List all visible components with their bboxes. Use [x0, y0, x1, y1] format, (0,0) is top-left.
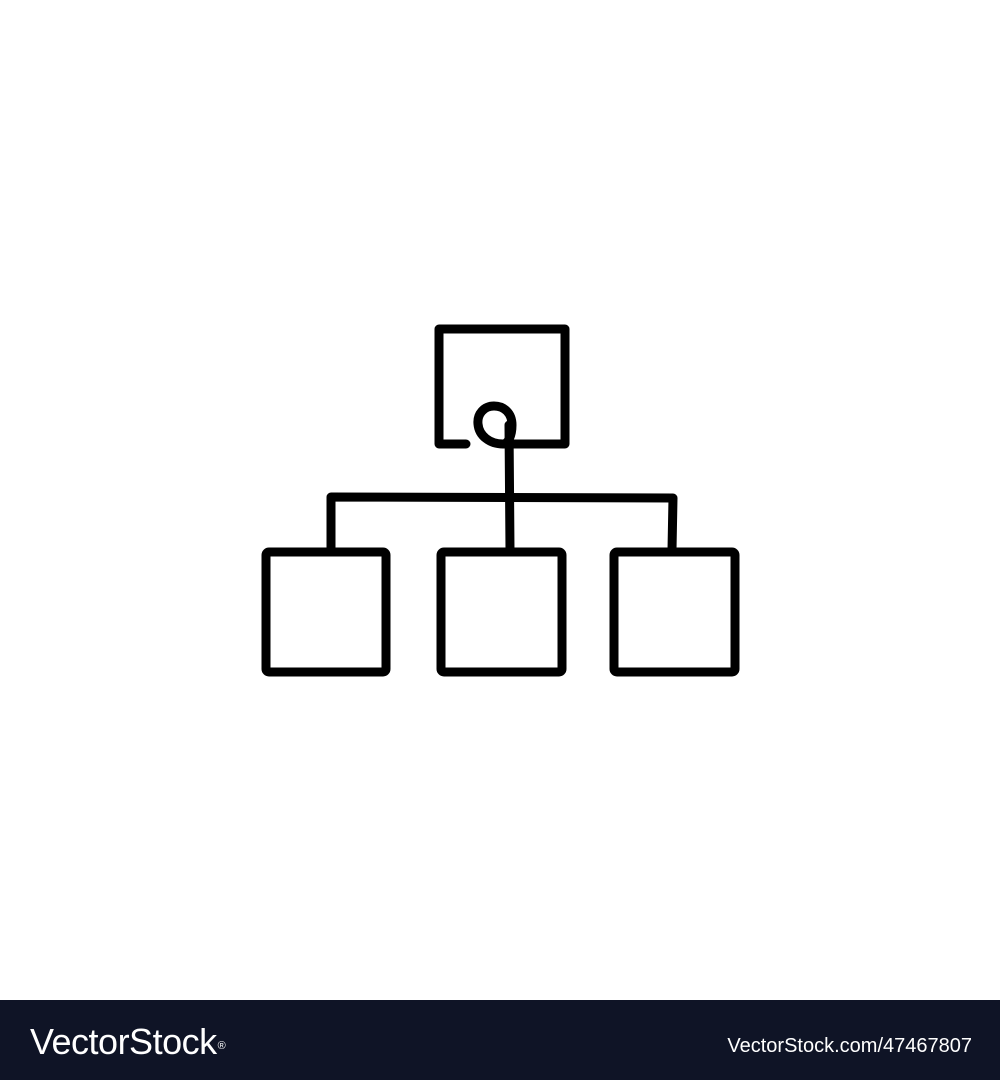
center-connector	[504, 420, 515, 555]
child-node-right	[609, 547, 740, 677]
brand-label: VectorStock	[30, 1021, 217, 1062]
vectorstock-logo: VectorStock®	[30, 1020, 226, 1064]
watermark-footer: VectorStock® VectorStock.com/47467807	[0, 1000, 1000, 1080]
registered-mark: ®	[217, 1040, 226, 1052]
child-node-center	[436, 547, 567, 677]
hierarchy-structure-icon	[261, 324, 740, 677]
horizontal-connector	[326, 492, 678, 555]
illustration-canvas	[261, 324, 740, 677]
child-node-left	[261, 547, 391, 677]
top-node-outline	[434, 324, 570, 449]
image-id-label: VectorStock.com/47467807	[727, 1035, 972, 1057]
